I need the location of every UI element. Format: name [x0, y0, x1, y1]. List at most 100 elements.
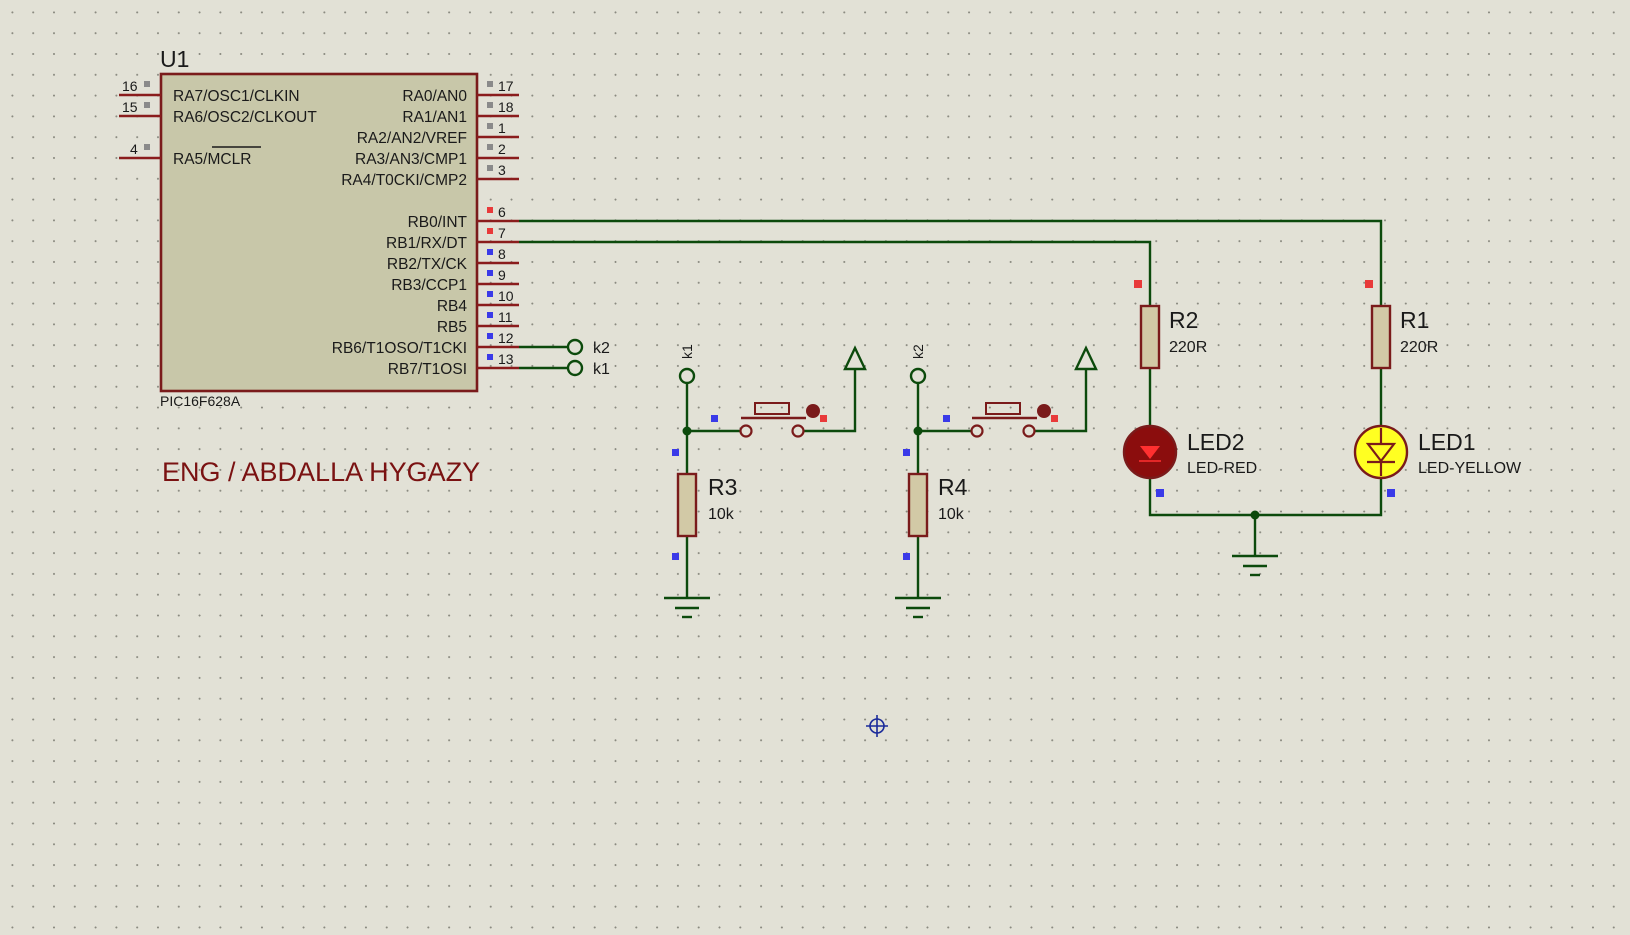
resistor-body [1139, 304, 1161, 370]
pin-number: 13 [498, 351, 514, 367]
led-ref: LED2 [1187, 429, 1245, 455]
mcu-pin-2[interactable]: 2 RA3/AN3/CMP1 [355, 141, 519, 168]
mcu-ref: U1 [160, 46, 189, 72]
pin-state-marker [487, 81, 493, 87]
pin-state-marker [487, 270, 493, 276]
resistor-body [676, 472, 698, 538]
pin-number: 1 [498, 120, 506, 136]
pin-state-marker [144, 144, 150, 150]
junction-dot [913, 426, 923, 436]
pin-state-marker [487, 291, 493, 297]
resistor-r1[interactable]: R1 220R [1365, 280, 1438, 370]
pin-state-marker [943, 415, 950, 422]
resistor-r4[interactable]: R4 10k [903, 449, 968, 560]
resistor-value: 10k [938, 506, 965, 523]
pin-state-marker [487, 102, 493, 108]
resistor-value: 220R [1169, 339, 1207, 356]
pin-number: 15 [122, 99, 138, 115]
pin-state-marker [487, 249, 493, 255]
terminal-circle [678, 367, 696, 385]
ground-icon [1232, 554, 1278, 577]
resistor-ref: R3 [708, 474, 737, 500]
switch-contact [970, 424, 984, 438]
mcu-u1[interactable]: U1 PIC16F628A 16 RA7/OSC1/CLKIN 15 RA6/O… [119, 46, 519, 409]
pin-state-marker [487, 333, 493, 339]
terminal-k1-mcu[interactable]: k1 [566, 359, 610, 378]
led-yellow-body [1353, 424, 1409, 480]
pin-state-marker [487, 144, 493, 150]
wire-rb1-to-r2[interactable] [519, 240, 1152, 306]
resistor-ref: R4 [938, 474, 968, 500]
mcu-pin-9[interactable]: 9 RB3/CCP1 [391, 267, 519, 294]
mcu-pin-16[interactable]: 16 RA7/OSC1/CLKIN [119, 78, 300, 105]
pin-state-marker [487, 165, 493, 171]
pin-state-marker [144, 81, 150, 87]
mcu-pin-13[interactable]: 13 RB7/T1OSI [388, 351, 519, 378]
ground-icon [664, 596, 710, 619]
mcu-pin-3[interactable]: 3 RA4/T0CKI/CMP2 [341, 162, 519, 189]
pin-state-marker [1365, 280, 1373, 288]
wire-led-cathodes[interactable] [1148, 478, 1383, 517]
pin-state-marker [487, 312, 493, 318]
pin-state-marker [487, 228, 493, 234]
pin-state-marker [672, 449, 679, 456]
wire-rb0-to-r1[interactable] [519, 219, 1383, 306]
switch-button-cap [754, 402, 790, 415]
pin-state-marker [1051, 415, 1058, 422]
wire-sw2-right[interactable] [1034, 369, 1088, 433]
mcu-pin-10[interactable]: 10 RB4 [437, 288, 519, 315]
pin-number: 18 [498, 99, 514, 115]
mcu-pin-15[interactable]: 15 RA6/OSC2/CLKOUT [119, 99, 317, 126]
mcu-pin-1[interactable]: 1 RA2/AN2/VREF [357, 120, 519, 147]
terminal-label: k1 [593, 361, 610, 378]
terminal-circle [909, 367, 927, 385]
led1[interactable]: LED1 LED-YELLOW [1353, 424, 1522, 497]
pin-name: RA5/MCLR [173, 151, 251, 168]
pin-name: RB7/T1OSI [388, 361, 467, 378]
push-button-2[interactable] [943, 402, 1058, 438]
mcu-body[interactable] [159, 72, 479, 393]
pin-name-overbar: MCLR [207, 151, 251, 168]
resistor-value: 220R [1400, 339, 1438, 356]
terminal-circle [566, 338, 584, 356]
terminal-k1-switch[interactable]: k1 [678, 344, 696, 385]
resistor-r3[interactable]: R3 10k [672, 449, 737, 560]
pin-state-marker [672, 553, 679, 560]
pin-name: RB3/CCP1 [391, 277, 467, 294]
pin-name: RA3/AN3/CMP1 [355, 151, 467, 168]
pin-state-marker [1156, 489, 1164, 497]
switch-actuator-icon[interactable] [806, 404, 820, 418]
mcu-pin-6[interactable]: 6 RB0/INT [408, 204, 519, 231]
mcu-pin-17[interactable]: 17 RA0/AN0 [402, 78, 519, 105]
terminal-label: k2 [593, 340, 610, 357]
pin-number: 9 [498, 267, 506, 283]
pin-number: 7 [498, 225, 506, 241]
led-ref: LED1 [1418, 429, 1476, 455]
switch-actuator-icon[interactable] [1037, 404, 1051, 418]
mcu-pin-8[interactable]: 8 RB2/TX/CK [387, 246, 519, 273]
mcu-pin-12[interactable]: 12 RB6/T1OSO/T1CKI [332, 330, 519, 357]
pin-number: 10 [498, 288, 514, 304]
cursor-crosshair-icon [866, 715, 888, 737]
mcu-pin-4[interactable]: 4 RA5/MCLR [119, 141, 261, 168]
pin-number: 11 [498, 309, 513, 325]
pin-state-marker [144, 102, 150, 108]
resistor-ref: R2 [1169, 307, 1198, 333]
pin-number: 8 [498, 246, 506, 262]
pin-state-marker [903, 553, 910, 560]
resistor-r2[interactable]: R2 220R [1134, 280, 1207, 370]
pin-state-marker [487, 354, 493, 360]
wire-sw1-right[interactable] [803, 369, 857, 433]
terminal-k2-switch[interactable]: k2 [909, 344, 927, 385]
pin-state-marker [820, 415, 827, 422]
mcu-pin-18[interactable]: 18 RA1/AN1 [402, 99, 519, 126]
mcu-pin-7[interactable]: 7 RB1/RX/DT [386, 225, 519, 252]
push-button-1[interactable] [711, 402, 827, 438]
led2[interactable]: LED2 LED-RED [1122, 424, 1257, 497]
switch-contact [791, 424, 805, 438]
pin-name: RB6/T1OSO/T1CKI [332, 340, 467, 357]
pin-number: 16 [122, 78, 138, 94]
terminal-k2-mcu[interactable]: k2 [566, 338, 610, 357]
mcu-pin-11[interactable]: 11 RB5 [437, 309, 519, 336]
